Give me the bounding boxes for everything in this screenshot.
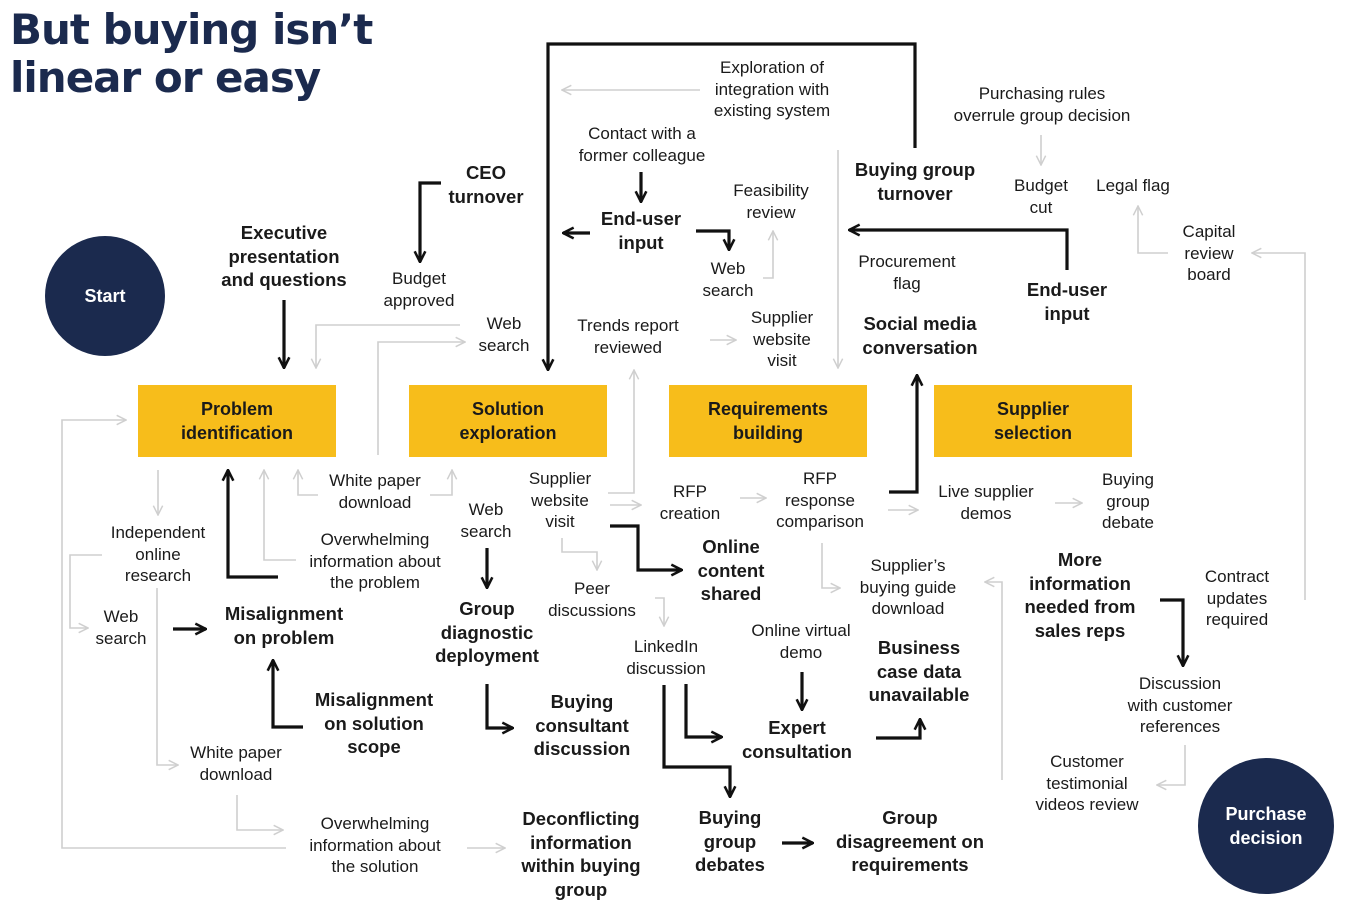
node-legal-flag: Legal flag xyxy=(1096,176,1170,195)
strong-connector xyxy=(662,685,730,797)
strong-connector xyxy=(696,229,729,250)
light-connector xyxy=(1252,253,1306,600)
light-connector xyxy=(430,470,452,496)
light-connector xyxy=(69,554,102,628)
strong-connector xyxy=(1160,598,1183,666)
start-circle: Start xyxy=(45,236,165,356)
strong-connector xyxy=(485,684,513,728)
strong-connector xyxy=(610,524,682,570)
light-connector xyxy=(61,420,286,849)
light-connector xyxy=(985,582,1003,780)
light-connector xyxy=(608,370,634,494)
light-connector xyxy=(264,470,296,561)
light-connector xyxy=(655,597,664,626)
strong-connector xyxy=(876,719,920,740)
light-connector xyxy=(1138,206,1168,254)
strong-connector xyxy=(849,230,1069,270)
light-connector xyxy=(763,231,773,279)
page-title: But buying isn’t linear or easy xyxy=(10,5,373,102)
strong-connector xyxy=(548,42,917,370)
strong-connector xyxy=(889,375,917,494)
strong-connector xyxy=(684,684,722,737)
light-connector xyxy=(561,538,597,570)
light-connector xyxy=(156,588,178,765)
light-connector xyxy=(377,342,465,455)
light-connector xyxy=(316,324,460,368)
light-connector xyxy=(821,543,840,588)
strong-connector xyxy=(273,660,303,729)
strong-connector xyxy=(420,181,441,262)
light-connector xyxy=(236,795,283,830)
light-connector xyxy=(298,470,318,496)
strong-connector xyxy=(228,470,278,579)
light-connector xyxy=(1157,745,1186,785)
